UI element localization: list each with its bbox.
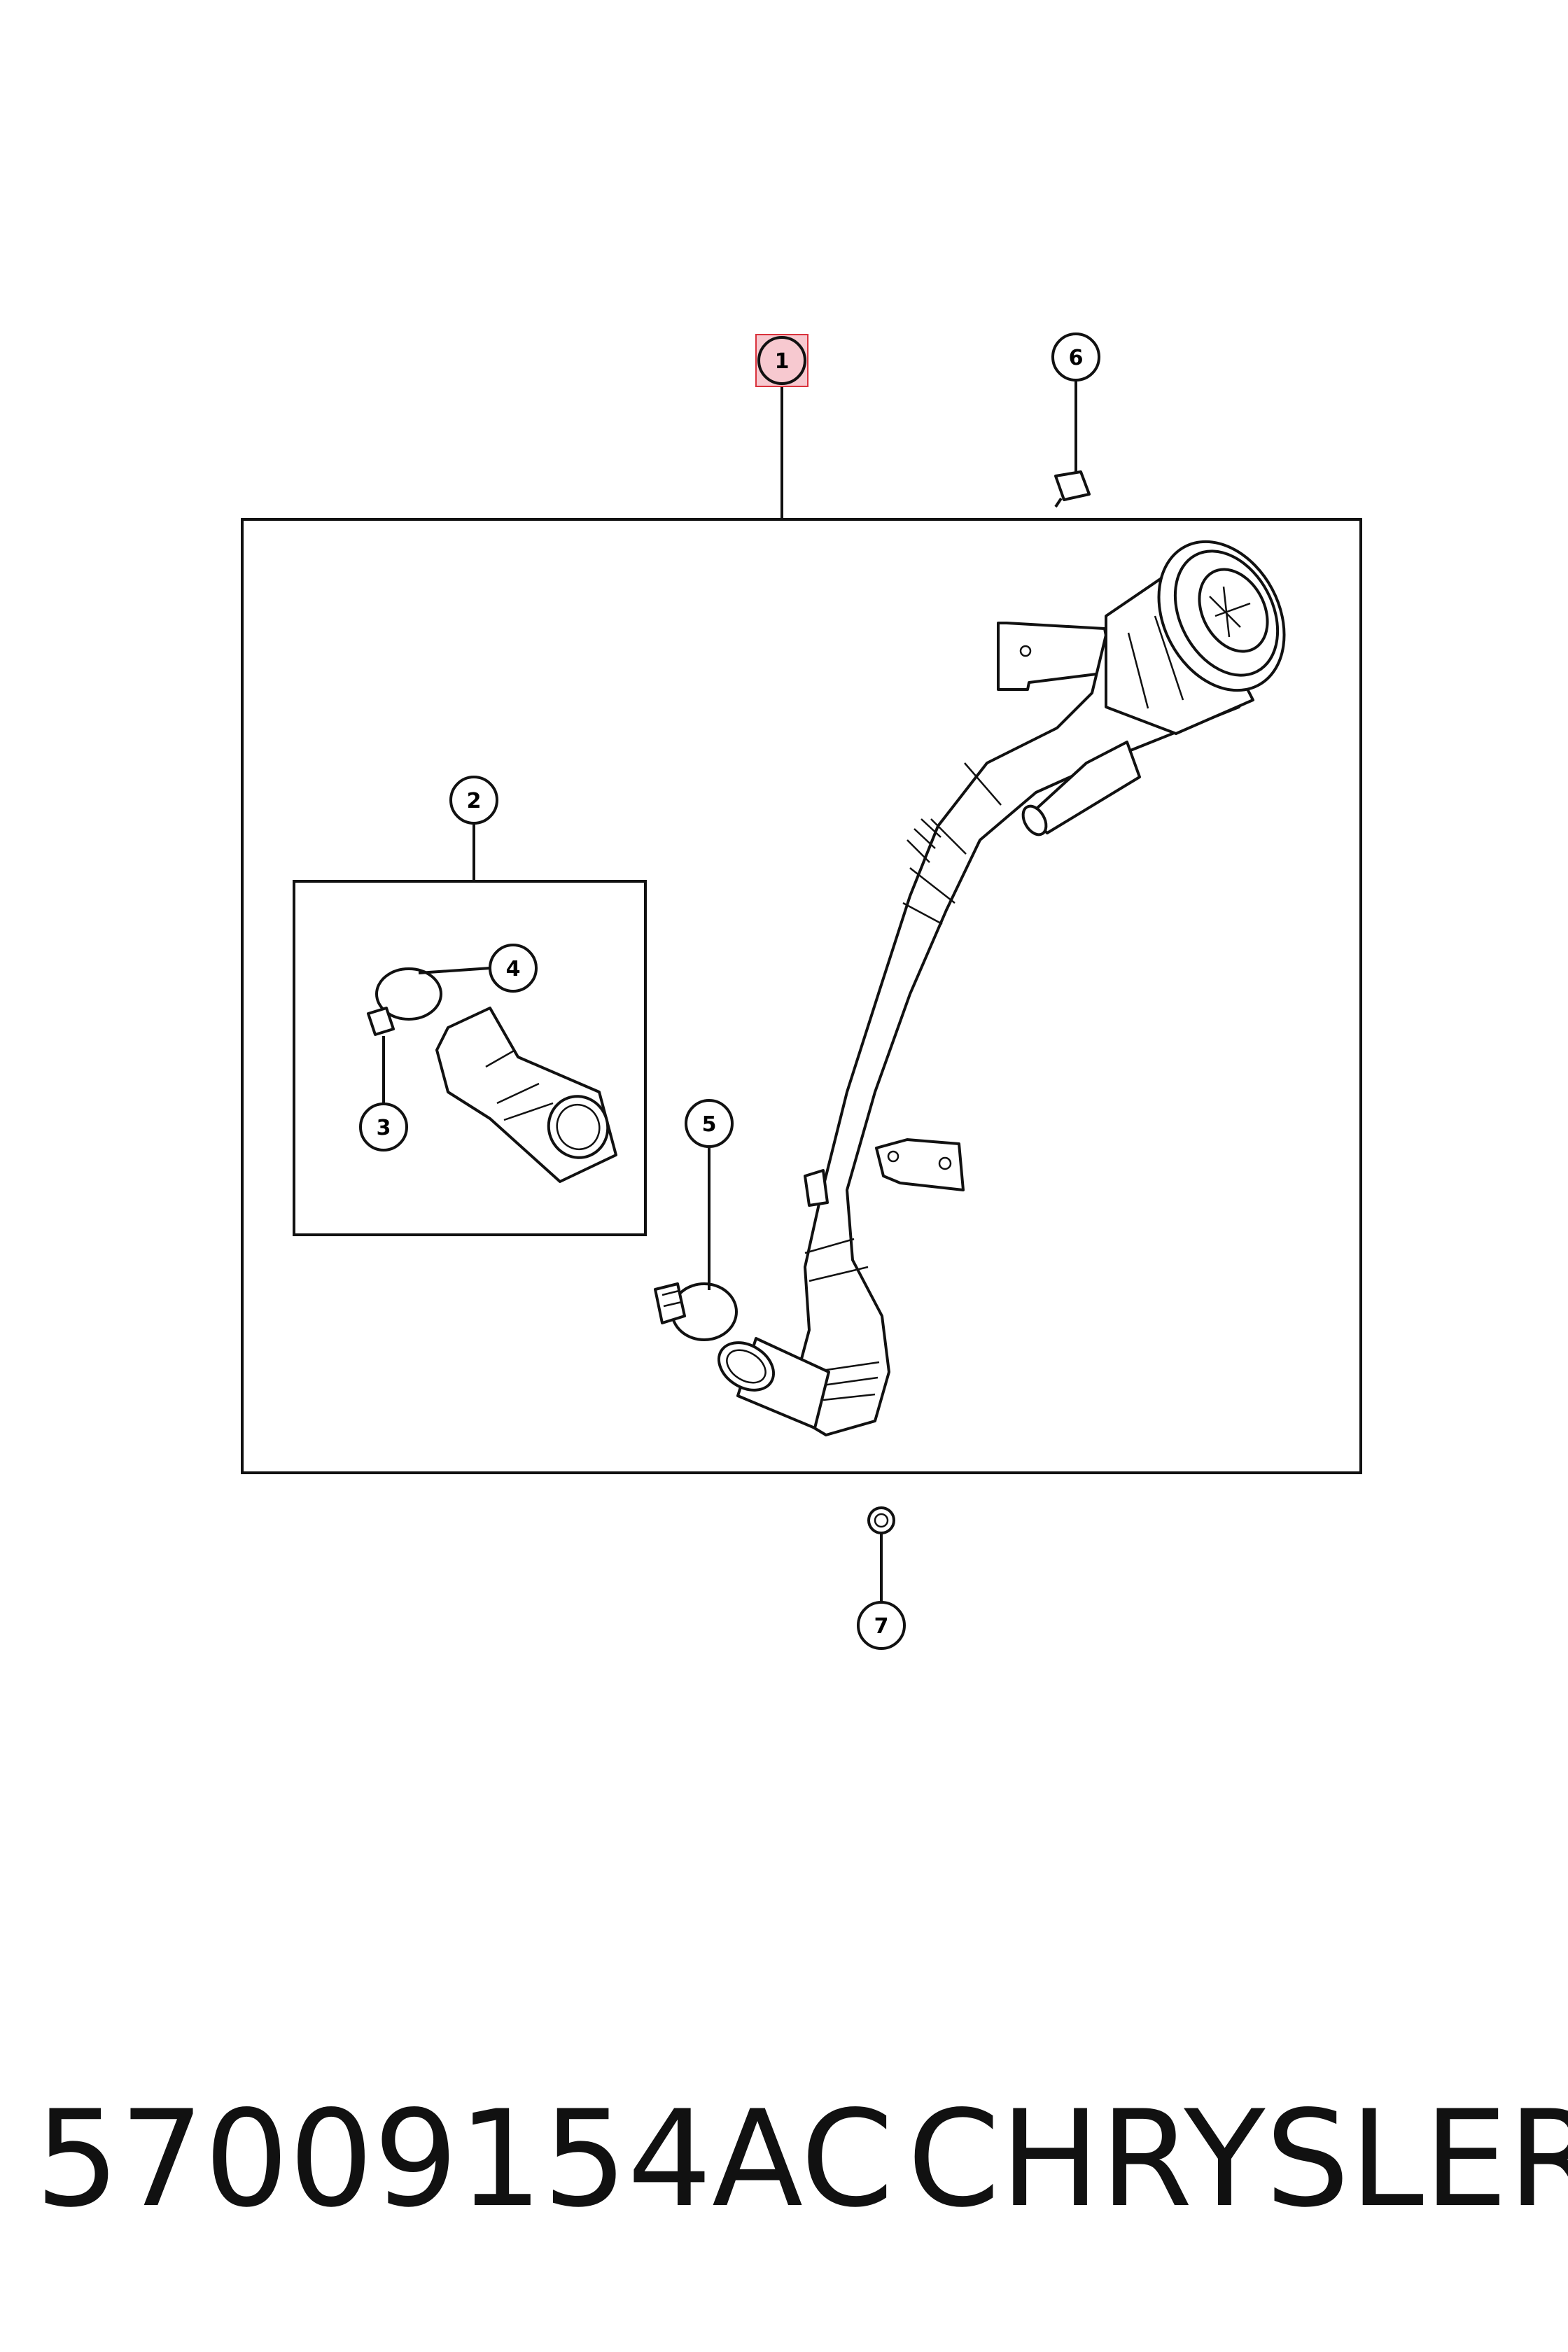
part-number: 57009154AC	[35, 2082, 893, 2236]
callout-1[interactable]: 1	[755, 334, 808, 387]
callout-label: 4	[506, 957, 521, 981]
callout-circle	[449, 776, 498, 825]
clamp-part-upper	[367, 967, 442, 1036]
leader-line-4	[418, 967, 491, 974]
callout-5[interactable]: 5	[685, 1099, 734, 1148]
callout-7[interactable]: 7	[857, 1601, 906, 1650]
callout-2[interactable]: 2	[449, 776, 498, 825]
callout-4[interactable]: 4	[489, 944, 538, 993]
hose-part	[435, 1007, 617, 1183]
callout-label: 3	[377, 1116, 391, 1140]
callout-label: 6	[1069, 346, 1084, 370]
bolt-part	[1054, 470, 1091, 508]
callout-circle	[489, 944, 538, 993]
callout-circle	[359, 1102, 408, 1152]
callout-label: 1	[775, 349, 790, 374]
brand-name: CHRYSLER	[907, 2082, 1568, 2236]
callout-circle	[757, 336, 806, 385]
callout-circle	[857, 1601, 906, 1650]
clamp-part-lower	[654, 1282, 738, 1341]
callout-label: 2	[467, 789, 482, 813]
callout-6[interactable]: 6	[1051, 332, 1100, 382]
callout-circle	[1051, 332, 1100, 382]
nut-part	[867, 1506, 895, 1534]
callout-label: 5	[702, 1112, 717, 1137]
callout-label: 7	[874, 1614, 889, 1639]
callout-3[interactable]: 3	[359, 1102, 408, 1152]
callout-circle	[685, 1099, 734, 1148]
fuel-filler-tube	[717, 540, 1286, 1436]
subkit-frame	[293, 880, 647, 1236]
assembly-frame	[241, 518, 1362, 1474]
